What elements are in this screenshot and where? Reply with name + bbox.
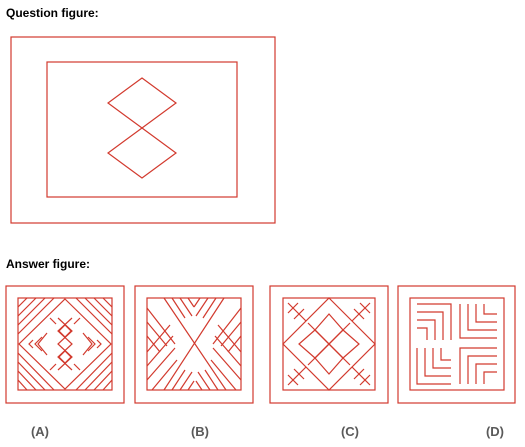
option-b-outer-frame [134, 285, 254, 404]
option-b-label[interactable]: (B) [190, 424, 210, 439]
option-c-flower [298, 313, 360, 375]
option-c-corner-motifs [287, 302, 371, 386]
option-c-figure[interactable] [269, 285, 389, 404]
question-figure-heading: Question figure: [6, 6, 99, 20]
lower-diamond [106, 127, 178, 179]
question-inner-frame [46, 61, 238, 198]
option-a-outer-frame [5, 285, 125, 404]
option-d-label[interactable]: (D) [485, 424, 505, 439]
answer-figure-heading: Answer figure: [6, 257, 91, 271]
option-a-inner-pattern [28, 317, 102, 371]
option-c-outer-frame [269, 285, 389, 404]
option-b-hatching [146, 297, 242, 391]
question-outer-frame [10, 36, 276, 224]
option-d-l-shapes [416, 303, 497, 385]
option-c-label[interactable]: (C) [340, 424, 360, 439]
option-b-inner-frame [146, 297, 242, 391]
option-b-figure[interactable] [134, 285, 254, 404]
option-a-figure[interactable] [5, 285, 125, 404]
option-a-label[interactable]: (A) [30, 424, 50, 439]
upper-diamond [106, 77, 178, 129]
option-a-corner-hatching [17, 297, 113, 391]
question-figure [10, 36, 276, 224]
option-d-outer-frame [397, 285, 516, 404]
option-a-diamond [18, 298, 112, 390]
option-d-inner-frame [409, 297, 505, 391]
option-b-cross-line-1 [163, 297, 227, 391]
option-d-figure[interactable] [397, 285, 516, 404]
option-a-inner-frame [17, 297, 113, 391]
option-c-diamond [282, 297, 376, 391]
option-b-cross-line-2 [163, 297, 225, 391]
